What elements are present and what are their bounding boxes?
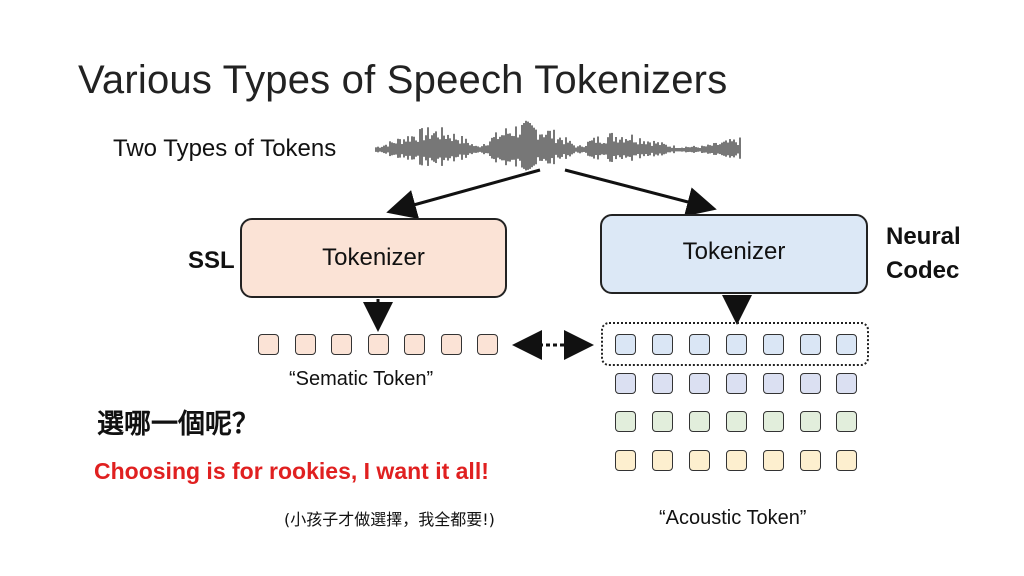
acoustic-token bbox=[799, 449, 821, 471]
neural-codec-label: Neural Codec bbox=[886, 220, 961, 288]
arrow-to-codec-tokenizer bbox=[564, 168, 717, 217]
neural-codec-label-line2: Codec bbox=[886, 257, 960, 284]
semantic-token bbox=[258, 334, 279, 355]
acoustic-token bbox=[688, 411, 710, 432]
semantic-token bbox=[367, 334, 389, 355]
acoustic-token bbox=[836, 411, 858, 432]
acoustic-token bbox=[688, 334, 710, 355]
first-codebook-highlight-frame bbox=[601, 322, 869, 366]
acoustic-token bbox=[725, 372, 747, 394]
acoustic-token bbox=[799, 411, 821, 432]
acoustic-token bbox=[651, 372, 673, 394]
acoustic-token bbox=[836, 372, 858, 394]
acoustic-token bbox=[762, 411, 784, 432]
acoustic-token bbox=[725, 334, 747, 355]
ssl-label: SSL bbox=[188, 247, 235, 274]
slide-title: Various Types of Speech Tokenizers bbox=[78, 58, 728, 102]
ssl-tokenizer-label: Tokenizer bbox=[322, 244, 425, 271]
emphasis-text: Choosing is for rookies, I want it all! bbox=[94, 458, 489, 484]
acoustic-token bbox=[688, 372, 710, 394]
arrow-to-ssl-tokenizer bbox=[386, 168, 541, 220]
neural-codec-label-line1: Neural bbox=[886, 223, 961, 250]
acoustic-token bbox=[725, 449, 747, 471]
acoustic-token bbox=[651, 449, 673, 471]
ssl-tokenizer-box: Tokenizer bbox=[240, 218, 507, 298]
acoustic-token bbox=[615, 334, 636, 355]
acoustic-token bbox=[615, 372, 636, 394]
semantic-token-caption: “Sematic Token” bbox=[289, 368, 434, 390]
semantic-token bbox=[440, 334, 462, 355]
acoustic-token bbox=[651, 411, 673, 432]
acoustic-token bbox=[836, 334, 858, 355]
acoustic-token bbox=[615, 411, 636, 432]
speech-waveform-icon bbox=[375, 120, 741, 171]
acoustic-token bbox=[725, 411, 747, 432]
acoustic-token bbox=[688, 449, 710, 471]
acoustic-token bbox=[762, 334, 784, 355]
acoustic-token bbox=[762, 372, 784, 394]
question-text: 選哪一個呢？ bbox=[97, 409, 259, 440]
acoustic-token bbox=[836, 449, 858, 471]
acoustic-token bbox=[762, 449, 784, 471]
acoustic-token bbox=[651, 334, 673, 355]
semantic-token bbox=[404, 334, 425, 355]
acoustic-token-caption: “Acoustic Token” bbox=[659, 507, 807, 529]
subtitle: Two Types of Tokens bbox=[113, 135, 337, 162]
acoustic-token bbox=[799, 372, 821, 394]
semantic-token bbox=[331, 334, 352, 355]
note-text: (小孩子才做選擇，我全都要!) bbox=[284, 510, 495, 529]
semantic-token bbox=[294, 334, 316, 355]
acoustic-token bbox=[799, 334, 821, 355]
acoustic-token bbox=[615, 449, 636, 471]
codec-tokenizer-box: Tokenizer bbox=[600, 214, 868, 294]
semantic-token bbox=[477, 334, 498, 355]
codec-tokenizer-label: Tokenizer bbox=[682, 238, 786, 265]
